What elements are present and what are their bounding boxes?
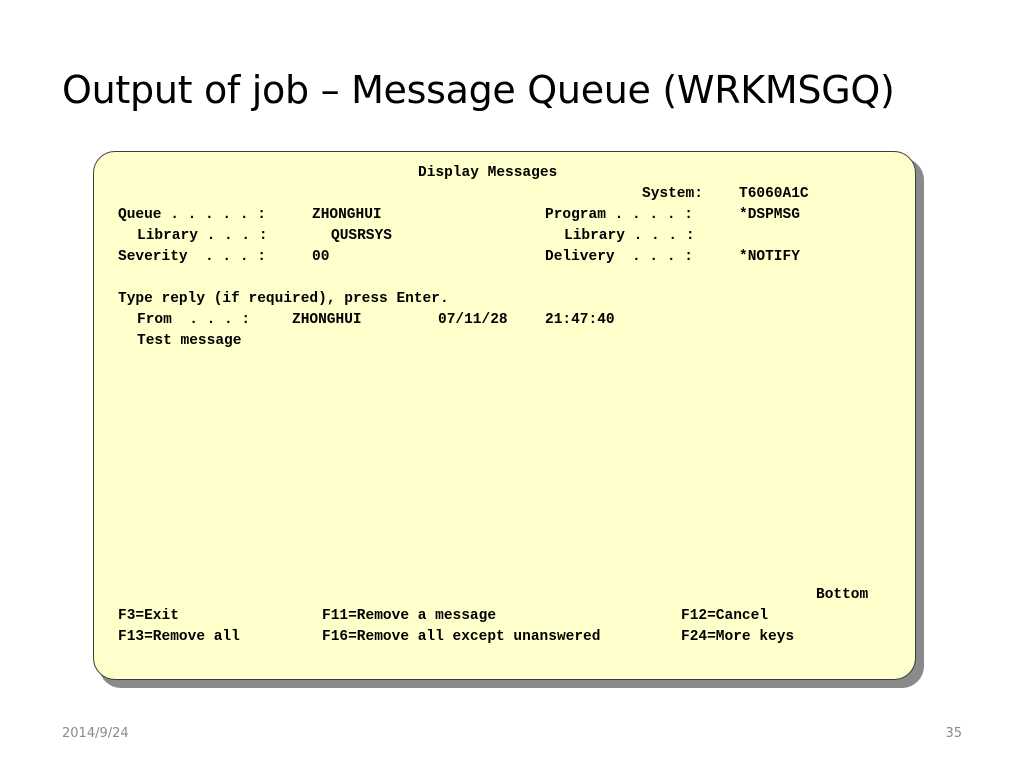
severity-label: Severity . . . : (118, 249, 266, 265)
queue-library-label: Library . . . : (137, 228, 268, 244)
instructions: Type reply (if required), press Enter. (118, 291, 449, 307)
f24-more-keys-key[interactable]: F24=More keys (681, 629, 795, 645)
program-label: Program . . . . : (545, 207, 693, 223)
queue-value: ZHONGHUI (312, 207, 382, 223)
system-label: System: (642, 186, 703, 202)
severity-value: 00 (312, 249, 330, 265)
message-from-user: ZHONGHUI (292, 312, 362, 328)
message-date: 07/11/28 (438, 312, 508, 328)
message-from-label: From . . . : (137, 312, 251, 328)
delivery-label: Delivery . . . : (545, 249, 693, 265)
queue-library-value: QUSRSYS (331, 228, 392, 244)
terminal-screen[interactable]: Display Messages System: T6060A1C Queue … (93, 151, 916, 680)
slide-title: Output of job – Message Queue (WRKMSGQ) (62, 68, 895, 112)
f3-exit-key[interactable]: F3=Exit (118, 608, 179, 624)
slide-page-number: 35 (945, 726, 962, 741)
program-library-label: Library . . . : (564, 228, 695, 244)
slide-date: 2014/9/24 (62, 726, 129, 741)
message-text: Test message (137, 333, 242, 349)
queue-label: Queue . . . . . : (118, 207, 266, 223)
system-value: T6060A1C (739, 186, 809, 202)
f11-remove-message-key[interactable]: F11=Remove a message (322, 608, 497, 624)
scroll-indicator: Bottom (816, 587, 869, 603)
delivery-value: *NOTIFY (739, 249, 800, 265)
f16-remove-all-except-unanswered-key[interactable]: F16=Remove all except unanswered (322, 629, 601, 645)
f13-remove-all-key[interactable]: F13=Remove all (118, 629, 240, 645)
screen-heading: Display Messages (418, 165, 558, 181)
program-value: *DSPMSG (739, 207, 800, 223)
f12-cancel-key[interactable]: F12=Cancel (681, 608, 769, 624)
message-time: 21:47:40 (545, 312, 615, 328)
